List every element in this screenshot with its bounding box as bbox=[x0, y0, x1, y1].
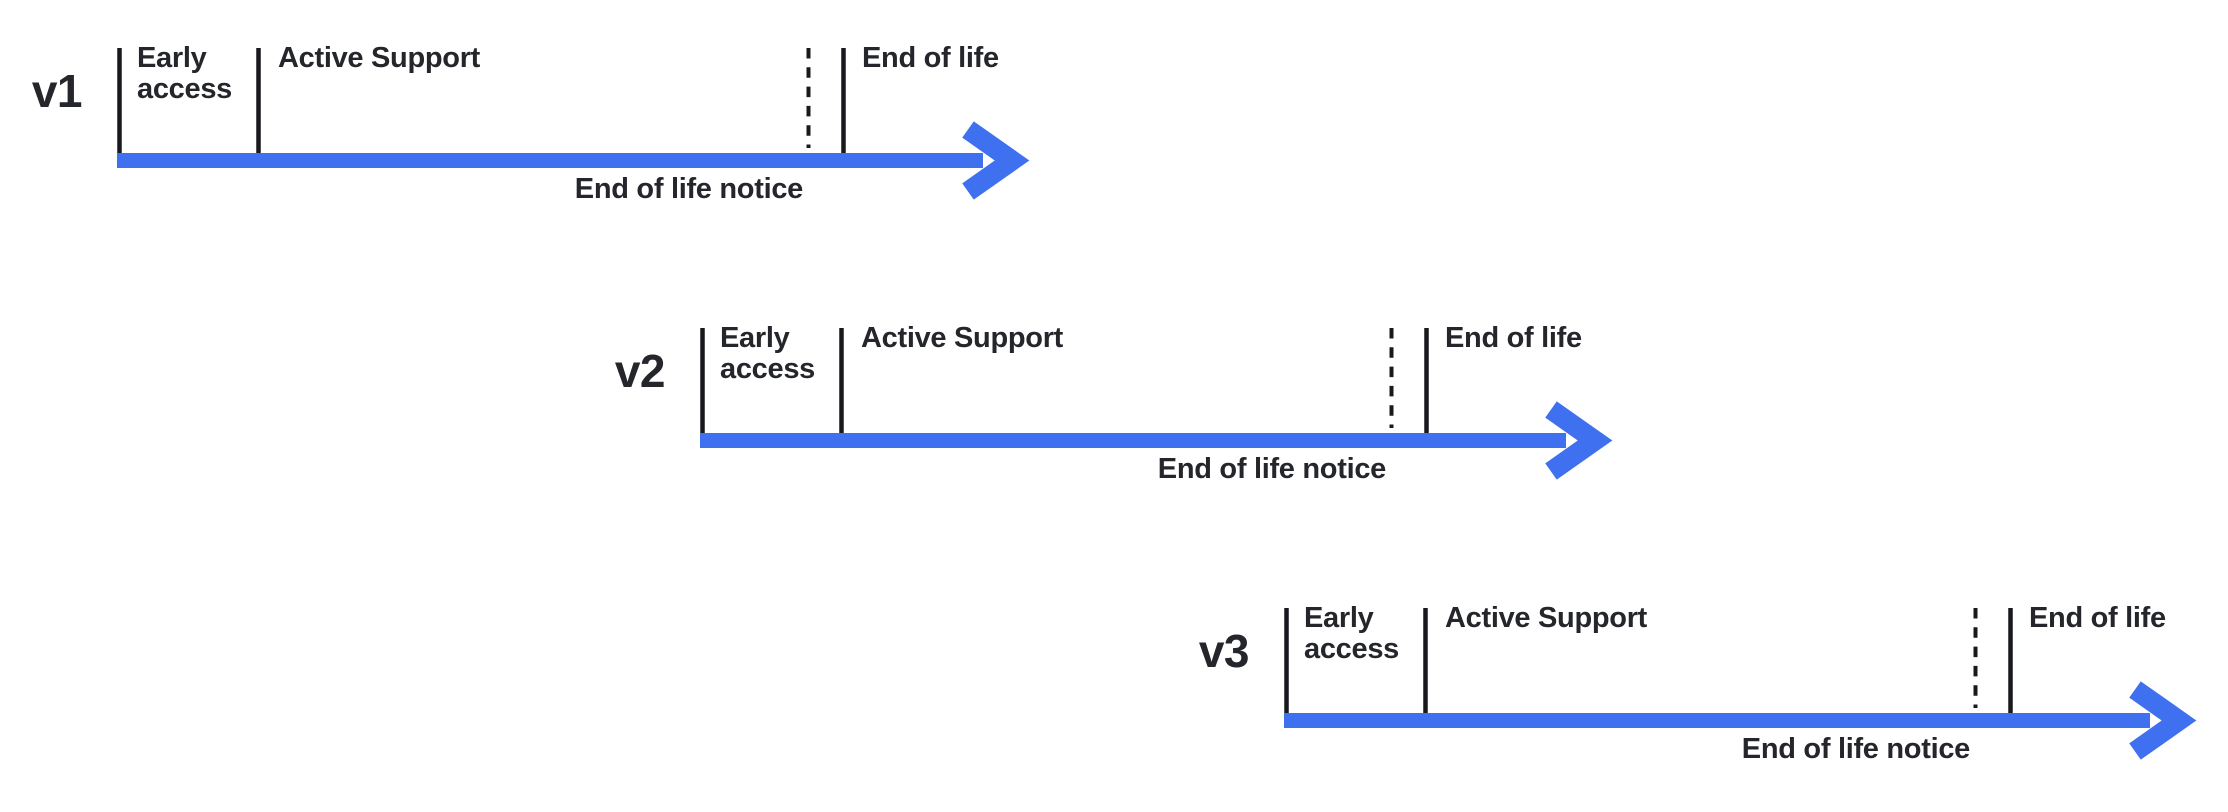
phase-label-end-of-life-notice: End of life notice bbox=[574, 173, 804, 205]
phase-label-end-of-life: End of life bbox=[1445, 322, 1582, 354]
timeline-bar bbox=[1284, 713, 2150, 728]
phase-label-active-support: Active Support bbox=[278, 42, 481, 74]
phase-label-early-access: Early access bbox=[137, 42, 232, 105]
timeline-bar bbox=[117, 153, 983, 168]
timeline-v1: v1 Early access Active Support End of li… bbox=[32, 43, 1077, 268]
phase-label-active-support: Active Support bbox=[861, 322, 1064, 354]
version-label: v3 bbox=[1198, 625, 1250, 677]
phase-label-early-access: Early access bbox=[720, 322, 815, 385]
timeline-arrow-graphic bbox=[117, 48, 1030, 200]
timeline-bar bbox=[700, 433, 1566, 448]
phase-label-active-support: Active Support bbox=[1445, 602, 1648, 634]
version-label: v2 bbox=[614, 345, 666, 397]
timeline-arrow-graphic bbox=[700, 328, 1613, 480]
timeline-arrow-graphic bbox=[1284, 608, 2197, 760]
version-label: v1 bbox=[31, 65, 83, 117]
timeline-v2: v2 Early access Active Support End of li… bbox=[615, 323, 1660, 548]
phase-label-early-access: Early access bbox=[1304, 602, 1399, 665]
arrowhead bbox=[1545, 401, 1613, 480]
phase-label-end-of-life: End of life bbox=[862, 42, 999, 74]
timeline-v3: v3 Early access Active Support End of li… bbox=[1199, 603, 2228, 812]
phase-label-end-of-life: End of life bbox=[2029, 602, 2166, 634]
phase-label-end-of-life-notice: End of life notice bbox=[1741, 733, 1971, 765]
phase-label-end-of-life-notice: End of life notice bbox=[1157, 453, 1387, 485]
arrowhead bbox=[962, 121, 1030, 200]
arrowhead bbox=[2129, 681, 2197, 760]
